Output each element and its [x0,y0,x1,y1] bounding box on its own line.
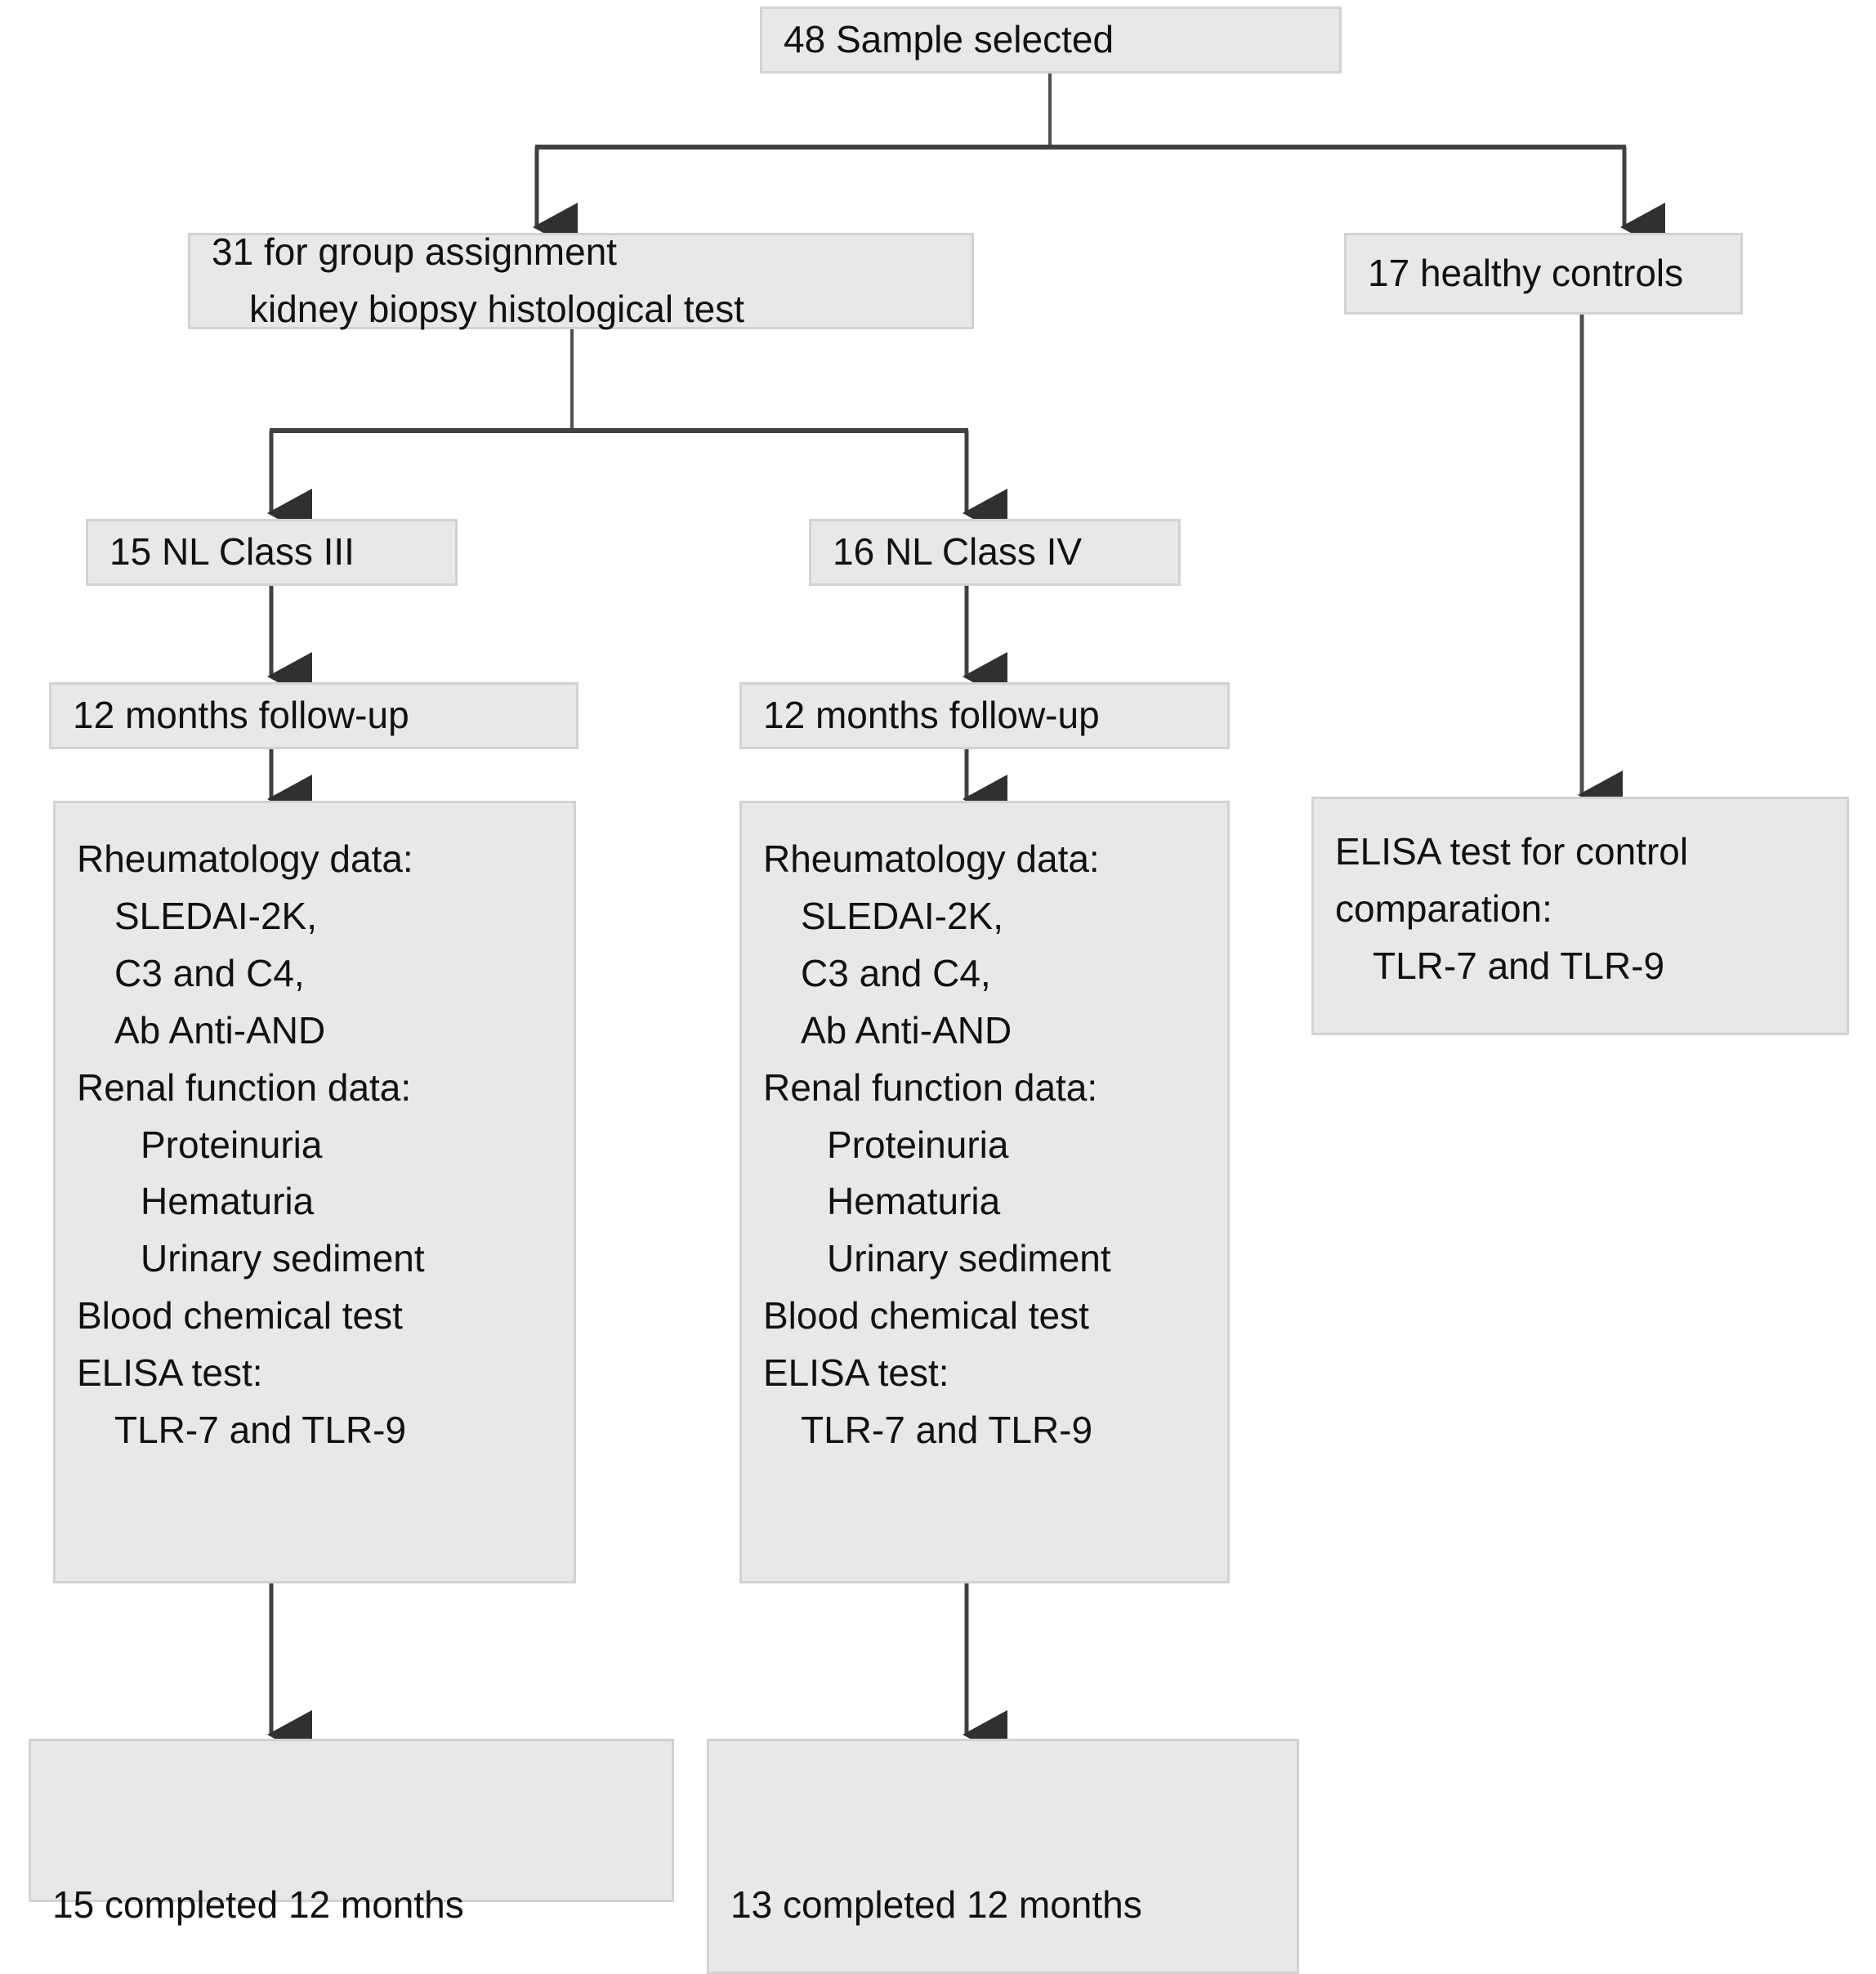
node-data-right-line-4: Ab Anti-AND [801,1008,1012,1052]
node-data-right-line-9: Blood chemical test [763,1294,1089,1338]
node-healthy-controls-label: 17 healthy controls [1368,252,1684,295]
node-group-assignment[interactable]: 31 for group assignment kidney biopsy hi… [188,230,974,330]
node-data-right-line-2: SLEDAI-2K, [801,894,1003,937]
node-class-iii[interactable]: 15 NL Class III [86,519,458,586]
node-class-iv[interactable]: 16 NL Class IV [809,519,1181,586]
node-data-right-line-11: TLR-7 and TLR-9 [801,1409,1093,1452]
node-elisa-control-line-3: TLR-7 and TLR-9 [1373,944,1665,987]
node-outcome-left-line-1: 15 completed 12 months [52,1882,464,1926]
node-data-left-line-10: ELISA test: [77,1351,263,1395]
node-group-assignment-line-1: 31 for group assignment [212,230,618,274]
node-data-left-line-9: Blood chemical test [77,1294,403,1338]
node-data-left-line-3: C3 and C4, [114,951,305,994]
node-root[interactable]: 48 Sample selected [760,7,1342,74]
node-data-right-line-6: Proteinuria [827,1123,1009,1166]
node-followup-left-label: 12 months follow-up [73,694,409,737]
node-outcome-right-line-1: 13 completed 12 months [730,1882,1142,1926]
node-data-left-line-6: Proteinuria [141,1123,323,1166]
node-data-right-line-8: Urinary sediment [827,1237,1111,1280]
node-data-left-line-8: Urinary sediment [141,1237,425,1280]
node-data-right-line-10: ELISA test: [763,1351,949,1395]
node-outcome-right[interactable]: 13 completed 12 months of follow-up 3 di… [707,1739,1299,1974]
node-elisa-control-line-1: ELISA test for control [1335,830,1689,873]
node-data-left-line-1: Rheumatology data: [77,837,413,880]
node-group-assignment-line-2: kidney biopsy histological test [249,288,744,330]
node-data-right-line-3: C3 and C4, [801,951,991,994]
node-elisa-control[interactable]: ELISA test for control comparation: TLR-7 … [1311,797,1849,1035]
node-data-right[interactable]: Rheumatology data: SLEDAI-2K, C3 and C4, Ab… [739,801,1230,1583]
node-data-right-line-7: Hematuria [827,1180,1001,1223]
node-followup-left[interactable]: 12 months follow-up [49,682,578,749]
node-data-right-line-1: Rheumatology data: [763,837,1100,880]
node-data-right-line-5: Renal function data: [763,1065,1098,1109]
node-healthy-controls[interactable]: 17 healthy controls [1344,233,1743,315]
node-class-iii-label: 15 NL Class III [109,530,355,574]
node-data-left-line-2: SLEDAI-2K, [114,894,317,937]
node-followup-right[interactable]: 12 months follow-up [739,682,1230,749]
node-data-left-line-11: TLR-7 and TLR-9 [114,1409,407,1452]
node-root-label: 48 Sample selected [784,18,1114,61]
node-followup-right-label: 12 months follow-up [763,694,1100,737]
node-class-iv-label: 16 NL Class IV [833,530,1083,574]
node-outcome-left[interactable]: 15 completed 12 months of follow-up [29,1739,674,1926]
node-data-left[interactable]: Rheumatology data: SLEDAI-2K, C3 and C4, Ab… [53,801,576,1583]
node-data-left-line-5: Renal function data: [77,1065,412,1109]
node-data-left-line-4: Ab Anti-AND [114,1008,326,1052]
node-data-left-line-7: Hematuria [141,1180,315,1223]
node-elisa-control-line-2: comparation: [1335,887,1552,930]
